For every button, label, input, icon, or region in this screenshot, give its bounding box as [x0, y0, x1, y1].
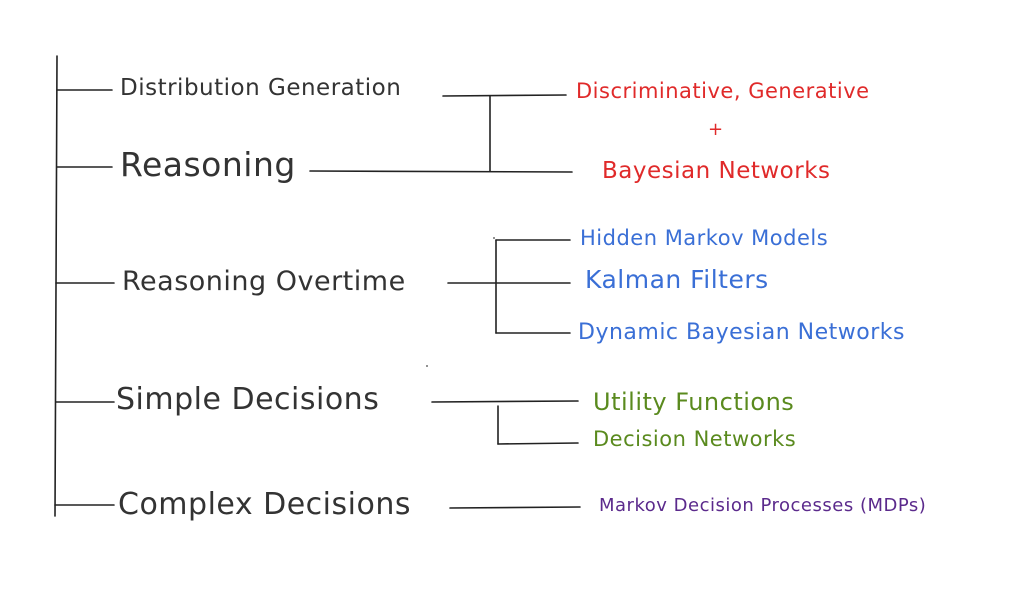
topic-complex-decisions: Complex Decisions	[118, 487, 411, 522]
model-hidden-markov-models: Hidden Markov Models	[580, 226, 829, 250]
connector-distribution-to-discriminative	[442, 94, 567, 97]
connector-complex-decisions-to-mdps	[449, 506, 581, 509]
model-utility-functions: Utility Functions	[593, 388, 795, 416]
model-discriminative-generative: Discriminative, Generative	[576, 79, 870, 103]
model-dynamic-bayesian-networks: Dynamic Bayesian Networks	[578, 320, 905, 345]
model-markov-decision-processes: Markov Decision Processes (MDPs)	[599, 495, 927, 516]
plus-sign: +	[708, 119, 724, 140]
topic-reasoning-overtime: Reasoning Overtime	[122, 266, 406, 297]
topic-reasoning: Reasoning	[120, 145, 296, 184]
main-spine-line	[54, 55, 58, 517]
topic-simple-decisions: Simple Decisions	[116, 382, 380, 417]
model-kalman-filters: Kalman Filters	[585, 265, 769, 294]
topic-distribution-generation: Distribution Generation	[120, 75, 402, 101]
stray-dot	[426, 365, 428, 367]
model-decision-networks: Decision Networks	[593, 427, 797, 451]
stray-dot	[493, 237, 495, 239]
connector-simple-decisions-to-utility	[431, 400, 579, 403]
connector-reasoning-to-bayesian	[309, 170, 573, 173]
connector-to-decision-networks	[497, 442, 579, 445]
model-bayesian-networks: Bayesian Networks	[602, 158, 831, 184]
